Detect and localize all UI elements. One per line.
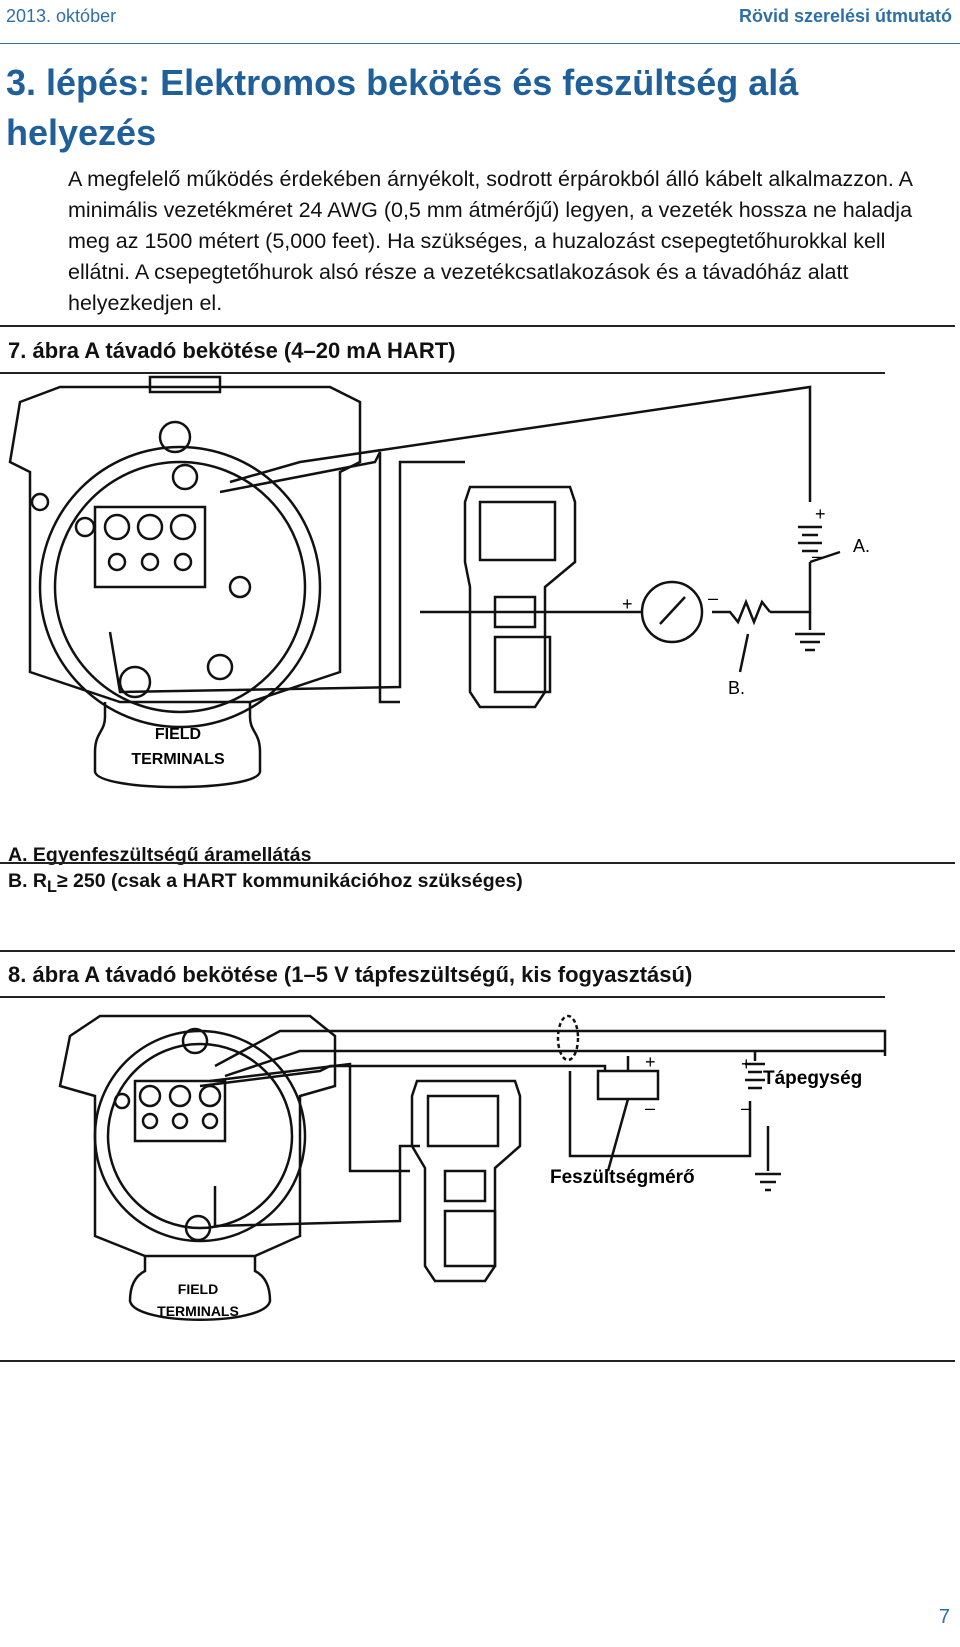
field-label: FIELD: [178, 1281, 218, 1297]
terminals-label: TERMINALS: [131, 751, 225, 768]
plus-sign: +: [645, 1052, 656, 1072]
header-doc-title: Rövid szerelési útmutató: [738, 6, 952, 26]
field-label: FIELD: [155, 726, 201, 743]
legend-a: A. Egyenfeszültségű áramellátás: [8, 844, 312, 866]
divider: [0, 1360, 955, 1362]
divider: [0, 862, 955, 864]
voltmeter-label: Feszültségmérő: [550, 1167, 695, 1188]
divider: [0, 372, 885, 374]
figure7-legend: A. Egyenfeszültségű áramellátás B. RL≥ 2…: [8, 842, 523, 900]
minus-sign: –: [812, 546, 822, 566]
terminal-compartment: [38, 445, 322, 729]
minus-sign: –: [645, 1098, 655, 1118]
terminal-block: [133, 1079, 227, 1143]
legend-b-prefix: B. R: [8, 870, 47, 892]
figure8-wiring-diagram: FIELD TERMINALS + – + – Tápegység Feszül…: [58, 1014, 887, 1321]
terminal-screw: [169, 513, 197, 541]
plus-sign: +: [741, 1054, 752, 1074]
plus-sign: +: [622, 594, 633, 614]
body-paragraph: A megfelelő működés érdekében árnyékolt,…: [68, 167, 913, 315]
communicator-screen: [478, 500, 557, 562]
communicator-screen: [426, 1094, 500, 1148]
figure8-caption: 8. ábra A távadó bekötése (1–5 V tápfesz…: [8, 962, 693, 987]
minus-sign: –: [741, 1098, 751, 1118]
terminal-screw: [136, 513, 164, 541]
terminal-screw: [173, 552, 193, 572]
power-supply-label: Tápegység: [763, 1068, 862, 1089]
ground-screw: [181, 1027, 209, 1055]
minus-sign: –: [708, 588, 718, 608]
page-number: 7: [938, 1606, 950, 1628]
voltmeter-box: [596, 1069, 660, 1101]
terminal-compartment: [93, 1029, 307, 1243]
divider: [0, 996, 885, 998]
figure7-wiring-diagram: FIELD TERMINALS + – A. + – B.: [8, 375, 870, 789]
legend-b: B. RL≥ 250 (csak a HART kommunikációhoz …: [8, 868, 523, 900]
divider: [0, 325, 955, 327]
terminal-screw: [168, 1084, 192, 1108]
terminal-block: [93, 505, 207, 589]
plus-sign: +: [815, 504, 826, 524]
terminal-screw: [138, 1084, 162, 1108]
ground-screw: [158, 420, 192, 454]
divider: [0, 950, 955, 952]
header-date: 2013. október: [6, 6, 117, 26]
terminal-screw: [103, 513, 131, 541]
callout-a: A.: [853, 536, 870, 556]
terminal-screw: [107, 552, 127, 572]
housing-top-boss: [148, 375, 222, 394]
legend-b-text: ≥ 250 (csak a HART kommunikációhoz szüks…: [56, 870, 523, 892]
terminal-screw: [198, 1084, 222, 1108]
terminals-label: TERMINALS: [157, 1303, 239, 1319]
legend-b-subscript: L: [47, 877, 57, 896]
transmitter-housing: [58, 1014, 337, 1258]
callout-b: B.: [728, 678, 745, 698]
header-divider: [0, 43, 960, 44]
terminal-screw: [140, 552, 160, 572]
transmitter-housing: [8, 385, 362, 704]
section-title: 3. lépés: Elektromos bekötés és feszülts…: [6, 62, 799, 153]
figure7-caption: 7. ábra A távadó bekötése (4–20 mA HART): [8, 338, 456, 363]
